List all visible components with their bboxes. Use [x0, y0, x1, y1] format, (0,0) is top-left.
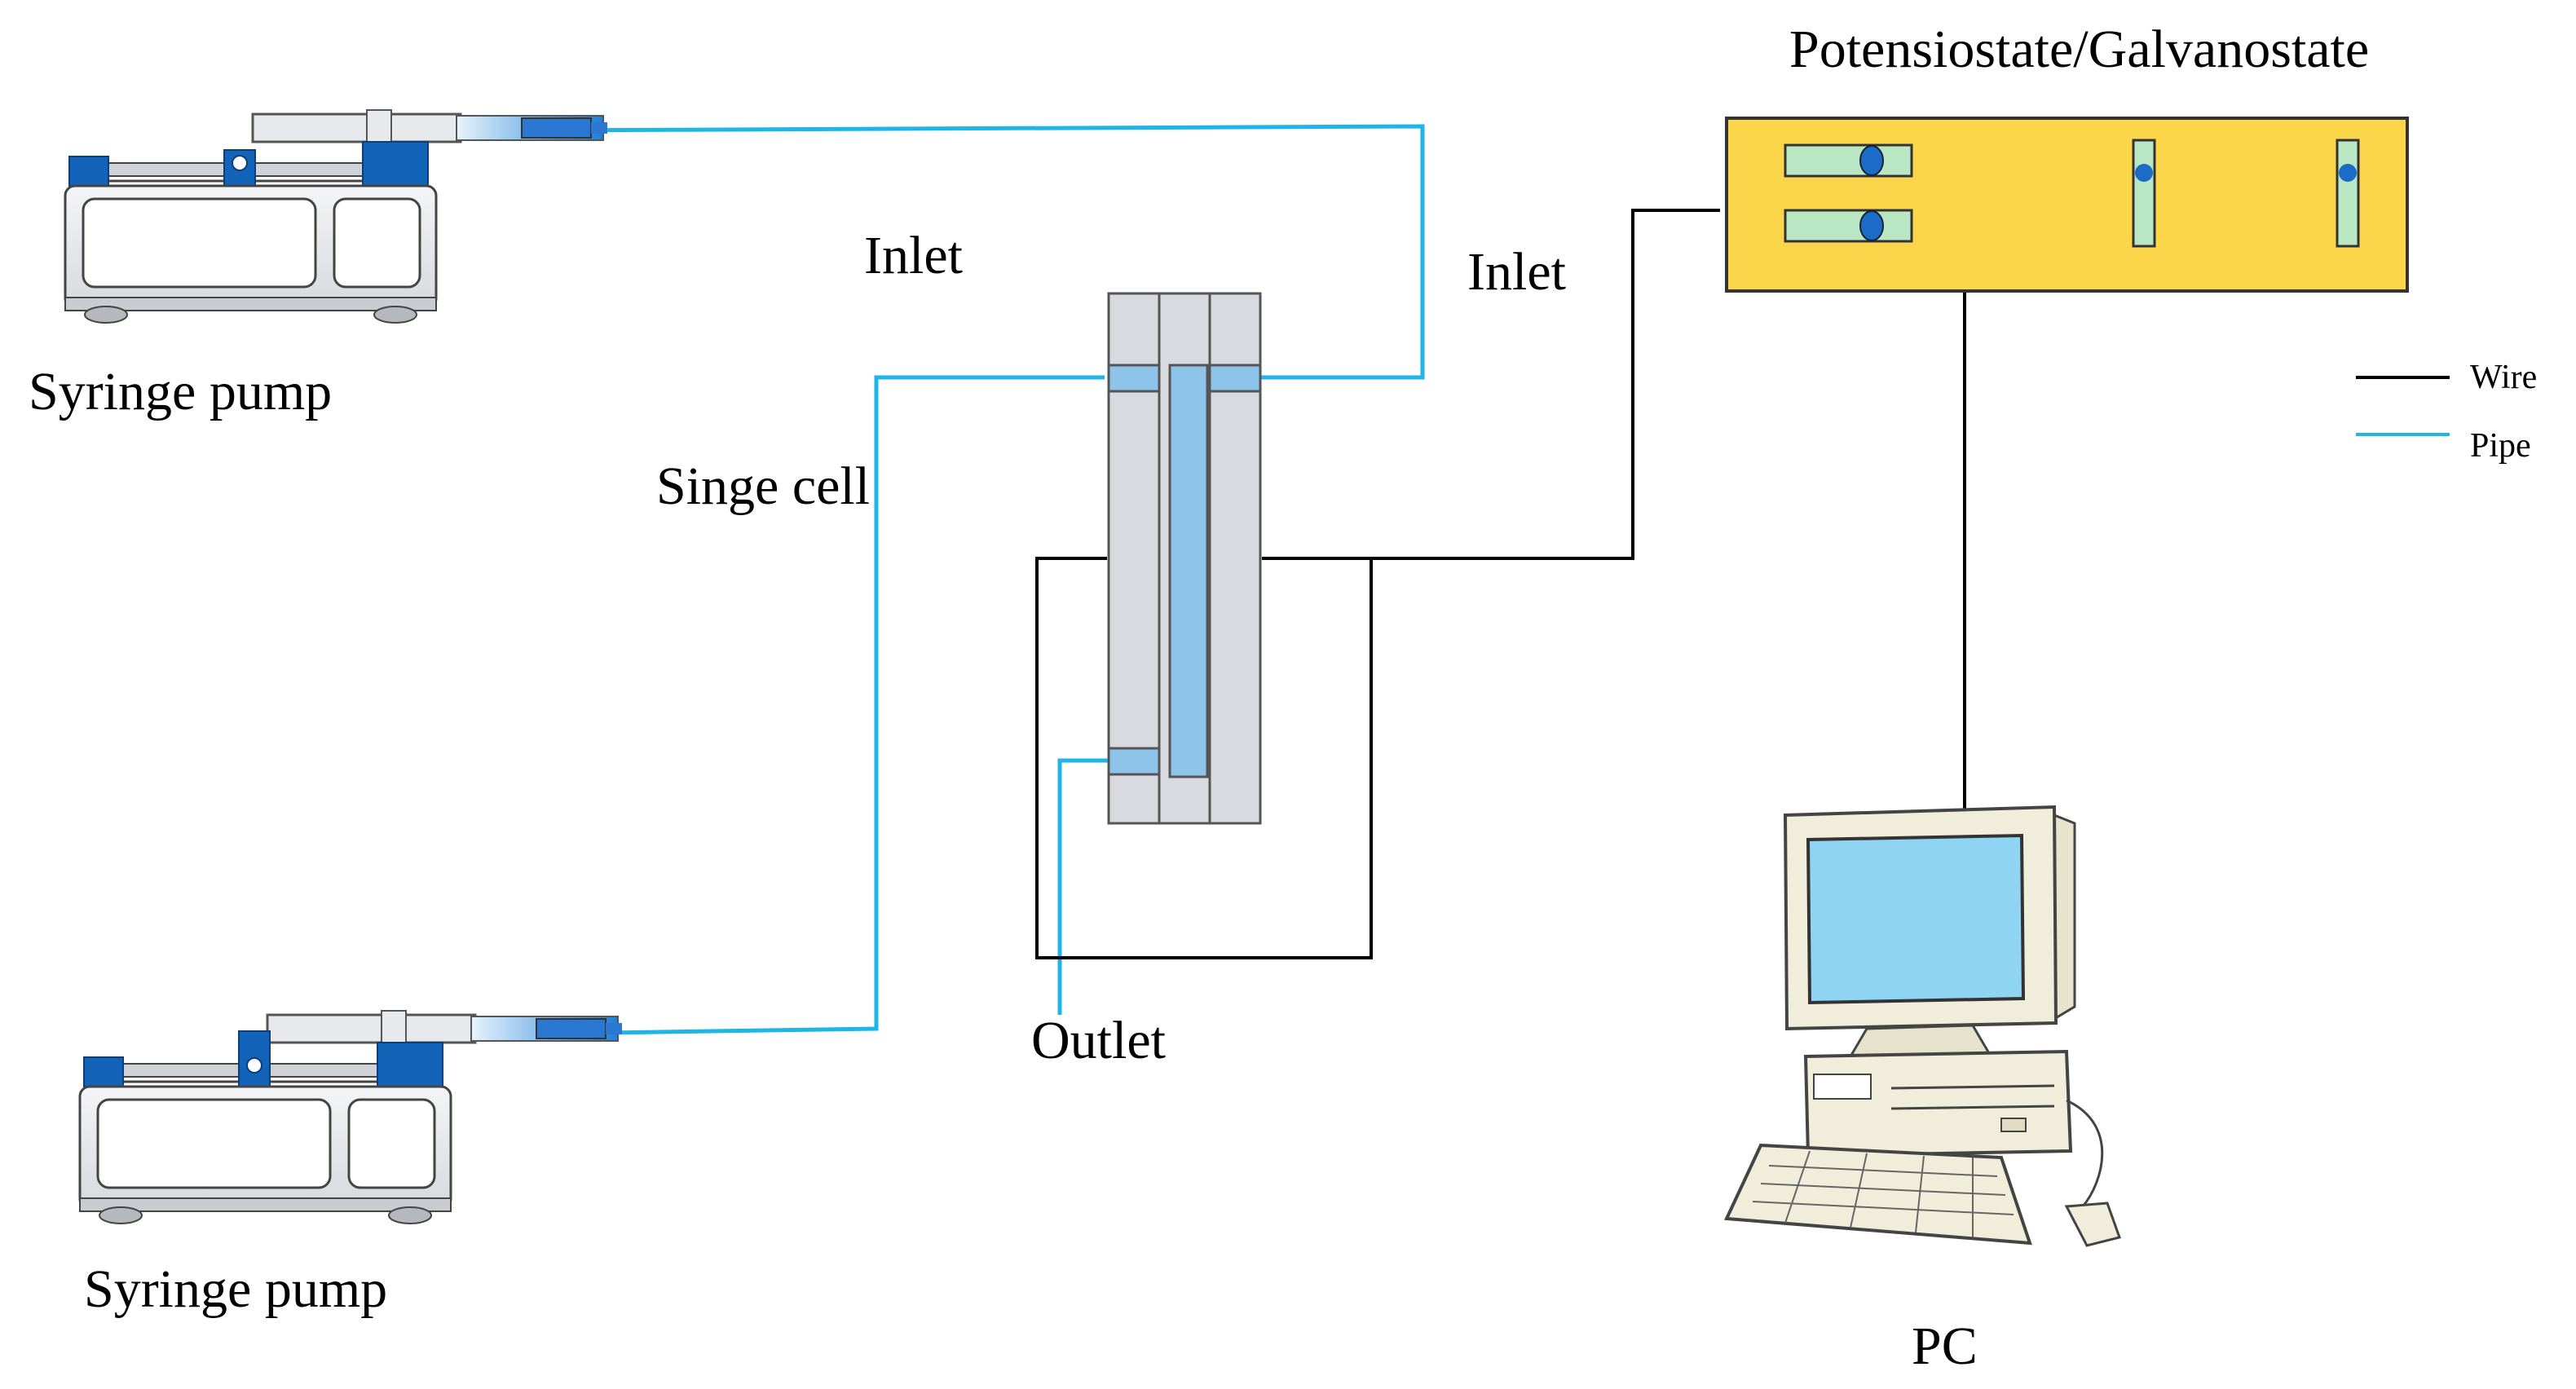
legend: Wire Pipe — [2356, 359, 2537, 465]
label-pc: PC — [1912, 1316, 1978, 1376]
legend-wire-label: Wire — [2470, 359, 2537, 396]
pipe-bottom-pump-to-cell — [549, 375, 1105, 1036]
pipe-outlet — [1057, 758, 1109, 1015]
label-syringe-pump-top: Syringe pump — [29, 362, 332, 421]
wire-network — [1035, 209, 1966, 959]
wire-cell-loop — [1035, 557, 1373, 959]
legend-pipe-label: Pipe — [2470, 427, 2531, 465]
pipe-top-pump-to-cell — [537, 124, 1425, 380]
single-cell — [1107, 292, 1262, 825]
label-inlet-left: Inlet — [864, 226, 963, 285]
label-potentiostat: Potensiostate/Galvanostate — [1789, 20, 2369, 79]
label-single-cell: Singe cell — [656, 456, 870, 516]
wire-cell-to-potentiostat — [1371, 209, 1720, 560]
labels: Syringe pump Syringe pump Inlet Inlet Si… — [29, 20, 2369, 1376]
label-syringe-pump-bottom: Syringe pump — [84, 1259, 387, 1319]
syringe-pump-top — [64, 109, 607, 324]
potentiostat-device — [1725, 117, 2409, 293]
label-inlet-right: Inlet — [1467, 242, 1566, 302]
pc-computer — [1723, 805, 2121, 1247]
pipe-network — [537, 124, 1425, 1036]
syringe-pump-bottom — [78, 1010, 622, 1224]
label-outlet: Outlet — [1031, 1011, 1166, 1070]
